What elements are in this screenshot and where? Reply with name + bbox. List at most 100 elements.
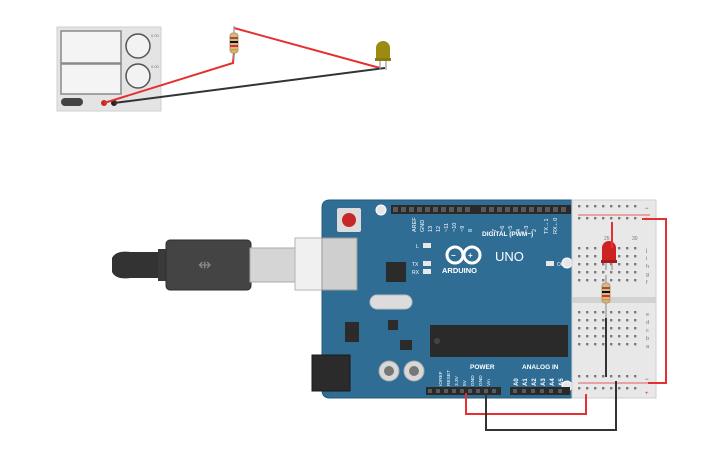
- breadboard-hole[interactable]: [586, 255, 589, 258]
- breadboard-hole[interactable]: [618, 205, 621, 208]
- breadboard-hole[interactable]: [602, 387, 605, 390]
- breadboard-hole[interactable]: [586, 247, 589, 250]
- breadboard-hole[interactable]: [602, 263, 605, 266]
- breadboard-hole[interactable]: [578, 327, 581, 330]
- usb-cable[interactable]: ⇹: [112, 237, 356, 291]
- breadboard-hole[interactable]: [618, 311, 621, 314]
- breadboard-hole[interactable]: [578, 217, 581, 220]
- breadboard-hole[interactable]: [626, 263, 629, 266]
- red-wire-right-rail-link[interactable]: [642, 218, 667, 384]
- breadboard-hole[interactable]: [626, 255, 629, 258]
- breadboard-hole[interactable]: [610, 271, 613, 274]
- breadboard-hole[interactable]: [578, 279, 581, 282]
- breadboard-hole[interactable]: [626, 327, 629, 330]
- breadboard-hole[interactable]: [634, 271, 637, 274]
- resistor-top[interactable]: [229, 26, 239, 60]
- breadboard-hole[interactable]: [578, 335, 581, 338]
- breadboard-hole[interactable]: [578, 263, 581, 266]
- breadboard-hole[interactable]: [594, 387, 597, 390]
- breadboard-hole[interactable]: [618, 375, 621, 378]
- breadboard-hole[interactable]: [594, 335, 597, 338]
- arduino-uno-board[interactable]: AREF GND 13 12 ~11 ~10 ~9 8 7 ~6 ~5 4 ~3…: [311, 199, 586, 399]
- breadboard-hole[interactable]: [586, 279, 589, 282]
- breadboard-hole[interactable]: [626, 375, 629, 378]
- breadboard-hole[interactable]: [618, 217, 621, 220]
- led-yellow[interactable]: [375, 41, 391, 70]
- breadboard-hole[interactable]: [634, 335, 637, 338]
- breadboard-hole[interactable]: [602, 279, 605, 282]
- breadboard-hole[interactable]: [626, 343, 629, 346]
- breadboard-hole[interactable]: [586, 319, 589, 322]
- breadboard-hole[interactable]: [586, 311, 589, 314]
- breadboard-hole[interactable]: [578, 387, 581, 390]
- breadboard-hole[interactable]: [578, 311, 581, 314]
- breadboard-hole[interactable]: [634, 217, 637, 220]
- breadboard-hole[interactable]: [602, 217, 605, 220]
- breadboard-hole[interactable]: [594, 217, 597, 220]
- breadboard-hole[interactable]: [610, 319, 613, 322]
- power-supply[interactable]: 0.00 0.00: [56, 26, 162, 112]
- breadboard-hole[interactable]: [626, 205, 629, 208]
- breadboard-hole[interactable]: [610, 335, 613, 338]
- breadboard-hole[interactable]: [610, 375, 613, 378]
- breadboard-hole[interactable]: [618, 279, 621, 282]
- breadboard-hole[interactable]: [634, 255, 637, 258]
- breadboard-hole[interactable]: [594, 319, 597, 322]
- breadboard-hole[interactable]: [634, 311, 637, 314]
- breadboard-hole[interactable]: [618, 319, 621, 322]
- breadboard-hole[interactable]: [634, 387, 637, 390]
- breadboard-hole[interactable]: [610, 343, 613, 346]
- breadboard-hole[interactable]: [610, 263, 613, 266]
- breadboard-hole[interactable]: [594, 271, 597, 274]
- breadboard-hole[interactable]: [594, 263, 597, 266]
- breadboard-hole[interactable]: [586, 387, 589, 390]
- breadboard-hole[interactable]: [626, 311, 629, 314]
- breadboard-hole[interactable]: [626, 217, 629, 220]
- breadboard-hole[interactable]: [586, 375, 589, 378]
- breadboard-hole[interactable]: [618, 327, 621, 330]
- breadboard-hole[interactable]: [578, 319, 581, 322]
- breadboard-hole[interactable]: [618, 387, 621, 390]
- breadboard-hole[interactable]: [626, 247, 629, 250]
- breadboard-hole[interactable]: [618, 343, 621, 346]
- breadboard-hole[interactable]: [618, 247, 621, 250]
- breadboard-hole[interactable]: [634, 247, 637, 250]
- breadboard-hole[interactable]: [586, 335, 589, 338]
- breadboard-hole[interactable]: [610, 217, 613, 220]
- breadboard-hole[interactable]: [602, 319, 605, 322]
- black-wire-led-to-supply[interactable]: [113, 67, 386, 104]
- output-switch[interactable]: [61, 98, 83, 106]
- breadboard-hole[interactable]: [634, 319, 637, 322]
- breadboard-hole[interactable]: [626, 279, 629, 282]
- breadboard-hole[interactable]: [586, 327, 589, 330]
- red-wire-5v-to-rail[interactable]: [465, 393, 587, 415]
- breadboard-hole[interactable]: [586, 263, 589, 266]
- current-knob[interactable]: [125, 63, 151, 89]
- breadboard-hole[interactable]: [594, 279, 597, 282]
- breadboard-hole[interactable]: [634, 327, 637, 330]
- breadboard-hole[interactable]: [610, 311, 613, 314]
- breadboard-hole[interactable]: [594, 343, 597, 346]
- black-wire-gnd-to-rail[interactable]: [485, 381, 617, 431]
- breadboard-hole[interactable]: [578, 343, 581, 346]
- breadboard-hole[interactable]: [634, 343, 637, 346]
- voltage-knob[interactable]: [125, 33, 151, 59]
- breadboard-hole[interactable]: [586, 343, 589, 346]
- power-jack[interactable]: [311, 354, 351, 392]
- breadboard-hole[interactable]: [634, 205, 637, 208]
- breadboard-hole[interactable]: [578, 375, 581, 378]
- breadboard-hole[interactable]: [586, 205, 589, 208]
- breadboard-hole[interactable]: [618, 263, 621, 266]
- breadboard-hole[interactable]: [594, 205, 597, 208]
- breadboard-hole[interactable]: [626, 387, 629, 390]
- breadboard-hole[interactable]: [618, 335, 621, 338]
- breadboard-hole[interactable]: [602, 335, 605, 338]
- breadboard-hole[interactable]: [594, 247, 597, 250]
- breadboard[interactable]: + − − + 25 30 j i h g f e d c b a: [571, 199, 657, 399]
- breadboard-hole[interactable]: [602, 343, 605, 346]
- breadboard-hole[interactable]: [578, 205, 581, 208]
- breadboard-hole[interactable]: [626, 319, 629, 322]
- breadboard-hole[interactable]: [634, 263, 637, 266]
- breadboard-hole[interactable]: [594, 327, 597, 330]
